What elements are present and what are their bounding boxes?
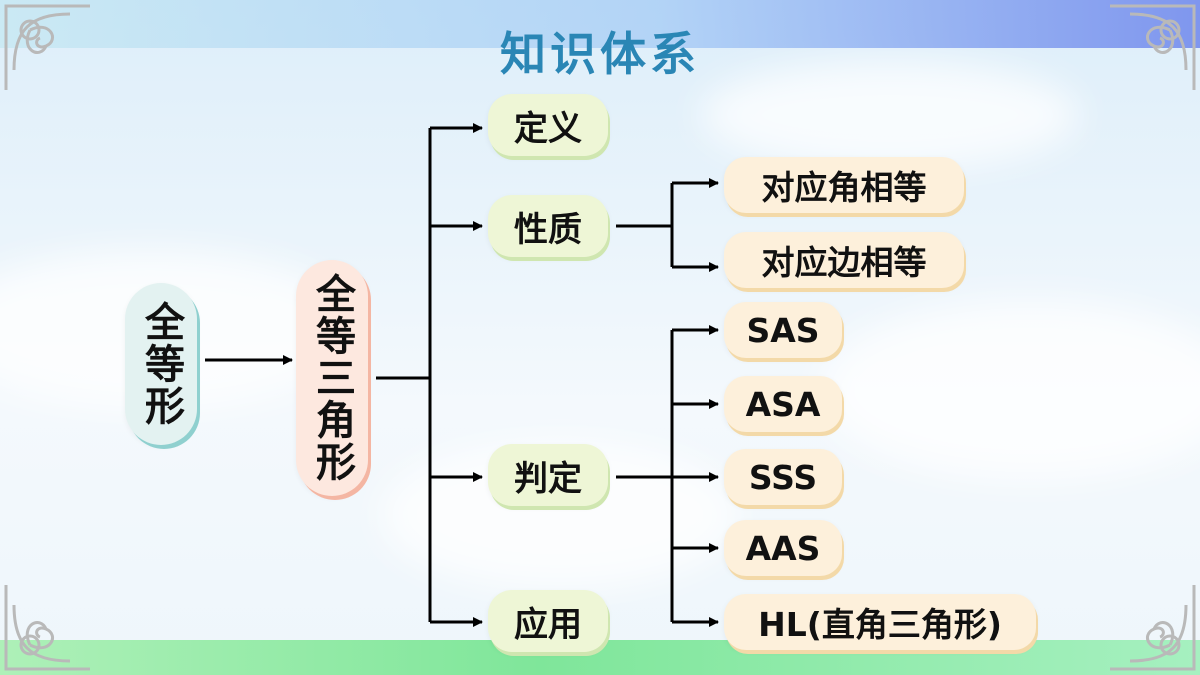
corner-ornament-icon	[4, 585, 90, 671]
property-item: 对应角相等	[724, 157, 964, 213]
branch-criteria: 判定	[488, 444, 608, 506]
branch-definition: 定义	[488, 94, 608, 156]
branch-application: 应用	[488, 590, 608, 652]
criteria-item: SSS	[724, 449, 842, 505]
criteria-item: ASA	[724, 376, 842, 432]
corner-ornament-icon	[4, 4, 90, 90]
criteria-item: SAS	[724, 302, 842, 358]
cloud-decoration	[700, 60, 1080, 170]
corner-ornament-icon	[1110, 585, 1196, 671]
property-item: 对应边相等	[724, 232, 964, 288]
branch-property: 性质	[488, 195, 608, 257]
criteria-item: AAS	[724, 520, 842, 576]
corner-ornament-icon	[1110, 4, 1196, 90]
top-banner	[0, 0, 1200, 48]
page-title: 知识体系	[500, 27, 700, 81]
root-node: 全等形	[125, 283, 197, 445]
criteria-item: HL(直角三角形)	[724, 594, 1036, 650]
cloud-decoration	[820, 300, 1200, 480]
main-node: 全等三角形	[296, 260, 368, 496]
